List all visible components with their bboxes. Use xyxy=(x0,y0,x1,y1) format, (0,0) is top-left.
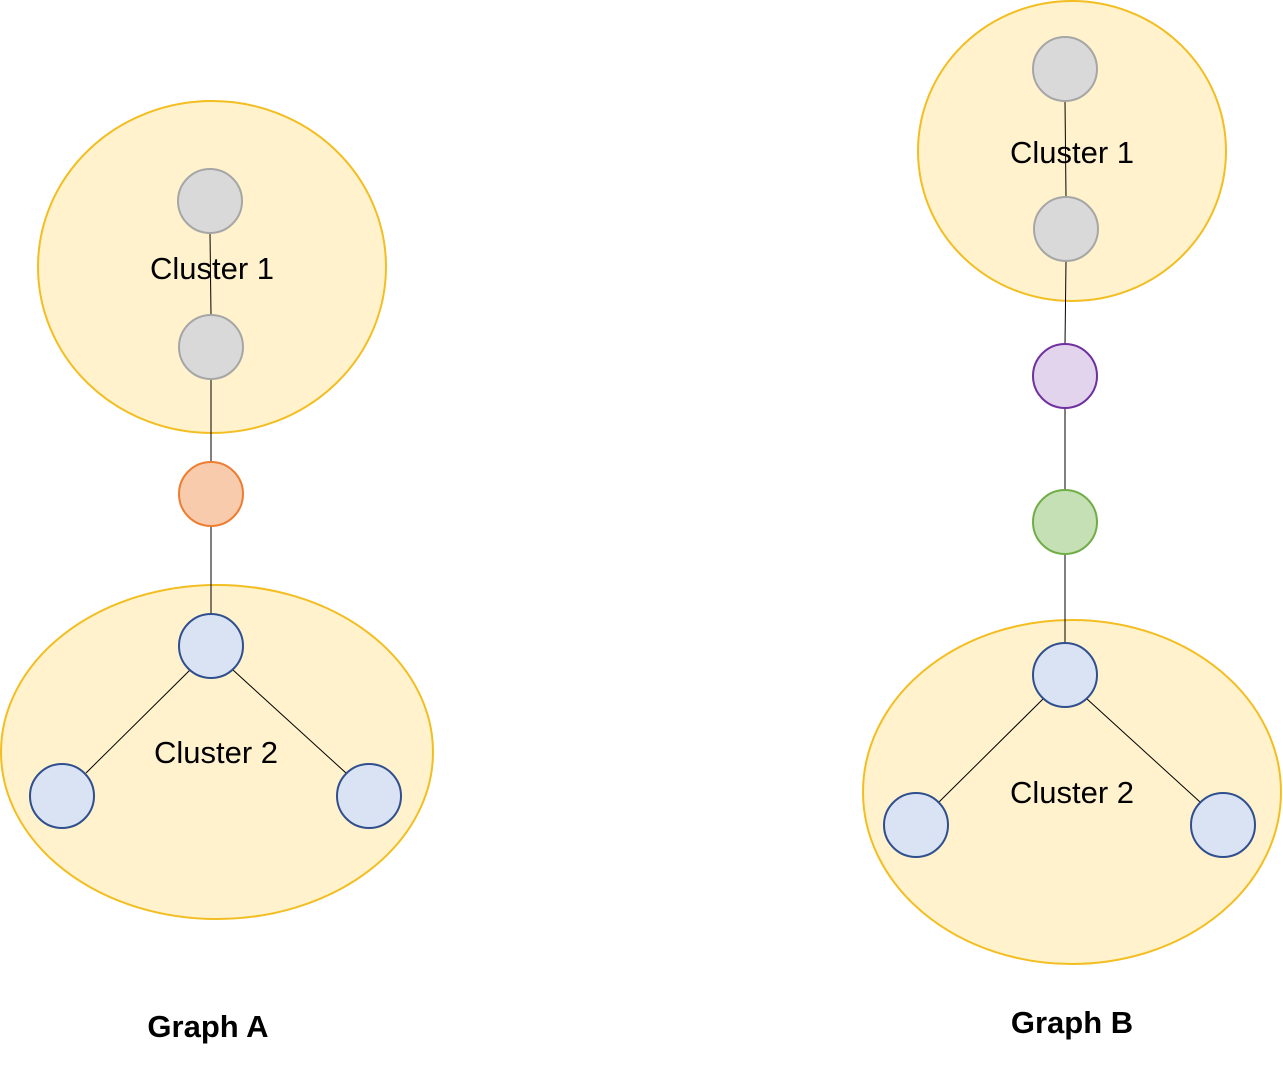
graph-b: Cluster 1 Cluster 2 Graph B xyxy=(862,0,1282,1040)
graph-b-gray-node-bottom xyxy=(1033,196,1099,262)
graph-a-orange-node xyxy=(178,461,244,527)
graph-b-purple-node xyxy=(1032,343,1098,409)
graph-b-gray-node-top xyxy=(1032,36,1098,102)
graph-b-cluster-2 xyxy=(862,619,1282,965)
graph-a-cluster-1 xyxy=(37,100,387,434)
graph-b-title: Graph B xyxy=(1011,1005,1133,1040)
graph-b-edge-blue-right xyxy=(1086,698,1201,803)
graph-a-title: Graph A xyxy=(147,1009,268,1044)
graph-a-blue-node-left xyxy=(29,763,95,829)
graph-a-edge-gray-gray xyxy=(209,232,212,316)
graph-a-cluster-2-label: Cluster 2 xyxy=(154,735,278,770)
graph-b-cluster-2-label: Cluster 2 xyxy=(1010,775,1134,810)
graph-a-cluster-2 xyxy=(0,584,434,920)
graph-b-blue-node-left xyxy=(883,792,949,858)
graph-b-green-node xyxy=(1032,489,1098,555)
graph-b-cluster-1 xyxy=(917,0,1227,302)
graph-a-gray-node-bottom xyxy=(178,314,244,380)
graph-a-cluster-1-label: Cluster 1 xyxy=(150,251,274,286)
graph-b-blue-node-right xyxy=(1190,792,1256,858)
graph-a-edge-blue-right xyxy=(232,669,347,774)
graph-a-edge-blue-left xyxy=(85,669,191,774)
graph-a-blue-node-top xyxy=(178,613,244,679)
graph-a-gray-node-top xyxy=(177,168,243,234)
graph-b-cluster-1-label: Cluster 1 xyxy=(1010,135,1134,170)
graph-b-edge-gray-purple xyxy=(1064,260,1067,345)
graph-b-edge-gray-gray xyxy=(1064,100,1067,198)
graph-b-blue-node-top xyxy=(1032,642,1098,708)
graph-a-blue-node-right xyxy=(336,763,402,829)
graph-b-edge-blue-left xyxy=(938,698,1044,803)
graph-a: Cluster 1 Cluster 2 Graph A xyxy=(0,100,434,1044)
